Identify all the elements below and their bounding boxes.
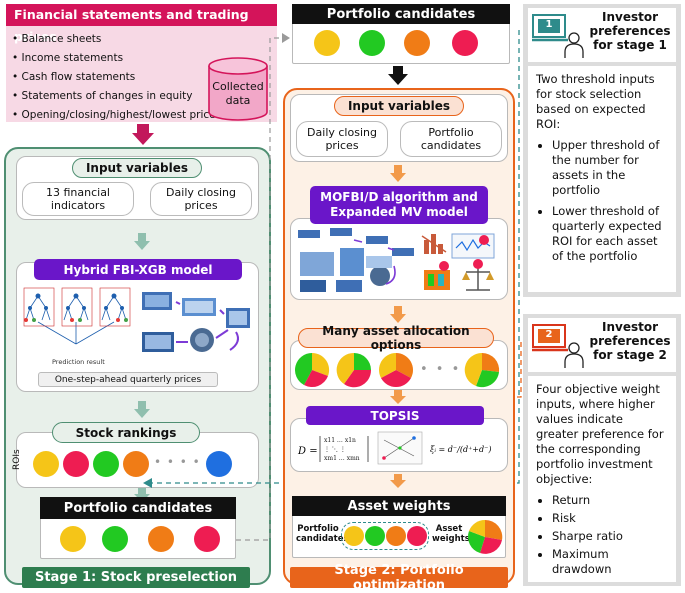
asset-weights-pie: [467, 519, 503, 554]
stage1-footer: Stage 1: Stock preselection: [22, 567, 250, 588]
allocation-pie-charts: [295, 352, 500, 388]
stock-dot-red: [63, 451, 89, 477]
svg-text:D =: D =: [297, 446, 318, 457]
stage2-algo-title: MOFBI/D algorithm and Expanded MV model: [310, 186, 488, 224]
investor2-title: Investor preferences for stage 2: [589, 320, 671, 362]
svg-text:ξᵢ = d⁻/(d⁺+d⁻): ξᵢ = d⁻/(d⁺+d⁻): [430, 445, 491, 454]
stage2-top-candidates-title: Portfolio candidates: [292, 4, 510, 24]
stage1-input-prices: Daily closing prices: [150, 182, 252, 216]
stage1-model-title: Hybrid FBI-XGB model: [34, 259, 242, 280]
arrow-down-icon: [390, 306, 406, 323]
topsis-title: TOPSIS: [306, 406, 484, 425]
database-icon: [208, 57, 268, 121]
list-item: • Balance sheets: [12, 33, 102, 45]
ellipsis: • • •: [420, 362, 462, 377]
svg-text:xm1 … xmn: xm1 … xmn: [324, 455, 360, 462]
candidate-dot-green: [359, 30, 385, 56]
fbi-optimization-figure: [142, 292, 250, 352]
stock-dot-green: [93, 451, 119, 477]
candidate-dot-green: [365, 526, 385, 546]
candidate-dot-orange: [148, 526, 174, 552]
list-item: Maximum drawdown: [552, 547, 668, 577]
svg-text:x11 … x1n: x11 … x1n: [324, 437, 356, 444]
arrow-down-icon: [132, 124, 154, 145]
forecast-caption: One-step-ahead quarterly prices: [38, 372, 218, 387]
stage1-input-title: Input variables: [72, 158, 202, 178]
candidate-dot-yellow: [60, 526, 86, 552]
candidate-dots-group: [341, 522, 429, 550]
ellipsis: • • • •: [154, 455, 201, 469]
candidate-dot-orange: [404, 30, 430, 56]
asset-weights-title: Asset weights: [292, 496, 506, 516]
list-item: Upper threshold of the number for assets…: [552, 138, 668, 198]
investor-monitor-icon: [532, 14, 584, 58]
stage1-candidates-title: Portfolio candidates: [40, 497, 236, 519]
list-item: • Opening/closing/highest/lowest price: [12, 109, 216, 121]
candidate-dot-green: [102, 526, 128, 552]
list-item: • Income statements: [12, 52, 124, 64]
arrow-down-icon: [390, 165, 406, 182]
candidate-dot-red: [452, 30, 478, 56]
candidate-dot-orange: [386, 526, 406, 546]
stock-dot-blue: [206, 451, 232, 477]
investor1-title: Investor preferences for stage 1: [589, 10, 671, 52]
candidate-dot-red: [194, 526, 220, 552]
asset-weights-label: Asset weights: [432, 524, 470, 544]
investor1-list: Upper threshold of the number for assets…: [536, 138, 668, 264]
investor2-monitor-number: 2: [545, 329, 553, 340]
database-label: Collected data: [212, 80, 264, 107]
arrow-down-icon: [390, 390, 406, 404]
svg-text:⋮ ⋱ ⋮: ⋮ ⋱ ⋮: [324, 446, 346, 453]
data-source-title: Financial statements and trading prices: [6, 4, 277, 44]
arrow-down-icon: [134, 233, 150, 250]
candidate-dot-yellow: [344, 526, 364, 546]
candidate-dot-red: [407, 526, 427, 546]
stock-dot-orange: [123, 451, 149, 477]
list-item: Risk: [552, 511, 668, 526]
list-item: Return: [552, 493, 668, 508]
stage1-model-box: [16, 262, 259, 392]
stock-dot-yellow: [33, 451, 59, 477]
tree-ensemble-figure: [23, 287, 131, 345]
stage2-input-title: Input variables: [334, 96, 464, 116]
investor2-list: Return Risk Sharpe ratio Maximum drawdow…: [536, 493, 668, 577]
allocation-options-title: Many asset allocation options: [298, 324, 494, 352]
arrow-down-icon: [134, 488, 150, 502]
algorithm-figure: [298, 228, 495, 292]
list-item: Lower threshold of quarterly expected RO…: [552, 204, 668, 264]
stage1-input-financial: 13 financial indicators: [22, 182, 134, 216]
investor1-body: Two threshold inputs for stock selection…: [528, 66, 676, 292]
list-item: • Cash flow statements: [12, 71, 136, 83]
investor2-intro: Four objective weight inputs, where high…: [536, 382, 664, 486]
data-source-panel: Financial statements and trading prices …: [6, 4, 277, 122]
arrow-down-icon: [390, 474, 406, 488]
investor-monitor-icon: [532, 324, 584, 368]
investor2-body: Four objective weight inputs, where high…: [528, 376, 676, 582]
stage2-input-candidates: Portfolio candidates: [400, 121, 502, 157]
arrow-down-icon: [388, 66, 408, 85]
investor1-monitor-number: 1: [545, 19, 553, 30]
data-source-list: • Balance sheets • Income statements • C…: [12, 30, 217, 125]
investor1-intro: Two threshold inputs for stock selection…: [536, 72, 655, 131]
topsis-figure: D = x11 … x1n ⋮ ⋱ ⋮ xm1 … xmn ξᵢ = d⁻/(d⁺+…: [297, 431, 491, 465]
stock-rankings-title: Stock rankings: [52, 422, 200, 443]
prediction-result-label: Prediction result: [52, 358, 105, 366]
list-item: • Statements of changes in equity: [12, 90, 193, 102]
portfolio-candidates-label: Portfolio candidates: [296, 524, 349, 544]
list-item: Sharpe ratio: [552, 529, 668, 544]
arrow-down-icon: [134, 401, 150, 418]
stage2-input-prices: Daily closing prices: [296, 121, 388, 157]
stage2-footer: Stage 2: Portfolio optimization: [290, 563, 508, 593]
candidate-dot-yellow: [314, 30, 340, 56]
